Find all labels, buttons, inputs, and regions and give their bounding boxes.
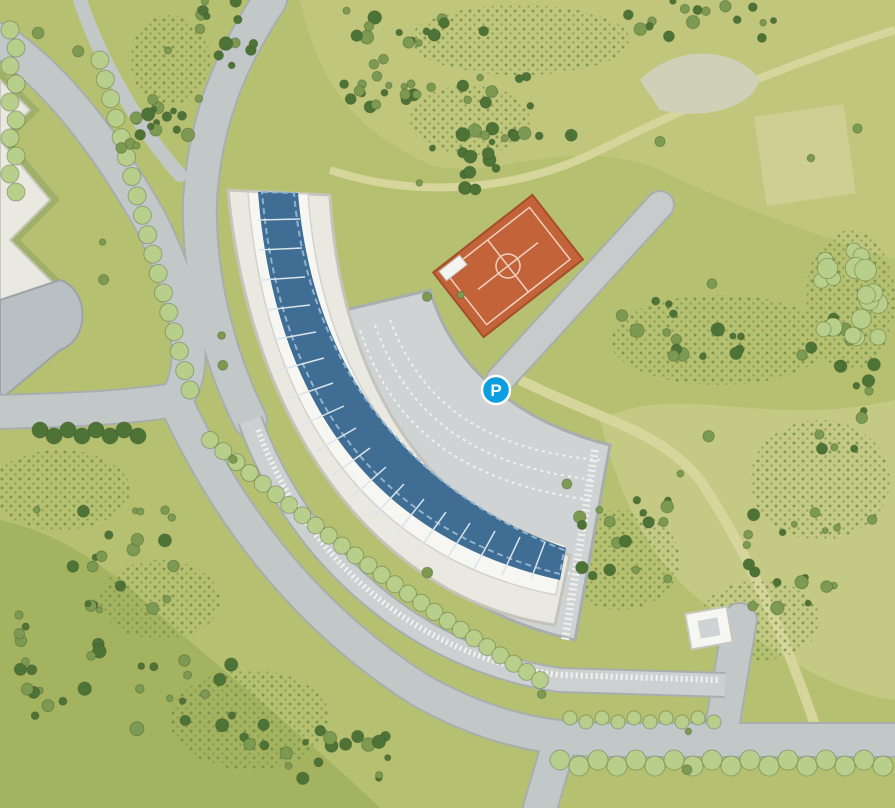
dirt-path-north — [328, 26, 895, 192]
service-road-surface — [487, 192, 673, 393]
court-shed — [438, 254, 468, 282]
field-patch — [754, 104, 856, 206]
tennis-court — [431, 193, 585, 339]
parking-marker[interactable]: P — [480, 374, 512, 406]
parking-icon[interactable] — [480, 374, 512, 406]
parking-lot-edge-bays — [561, 449, 599, 641]
grey-clearing — [640, 53, 760, 114]
tree-canopy — [0, 0, 894, 785]
parking-marker-label: P — [490, 381, 501, 400]
outbuilding — [684, 605, 734, 651]
main-building — [226, 188, 572, 627]
neighbouring-building — [0, 70, 84, 402]
